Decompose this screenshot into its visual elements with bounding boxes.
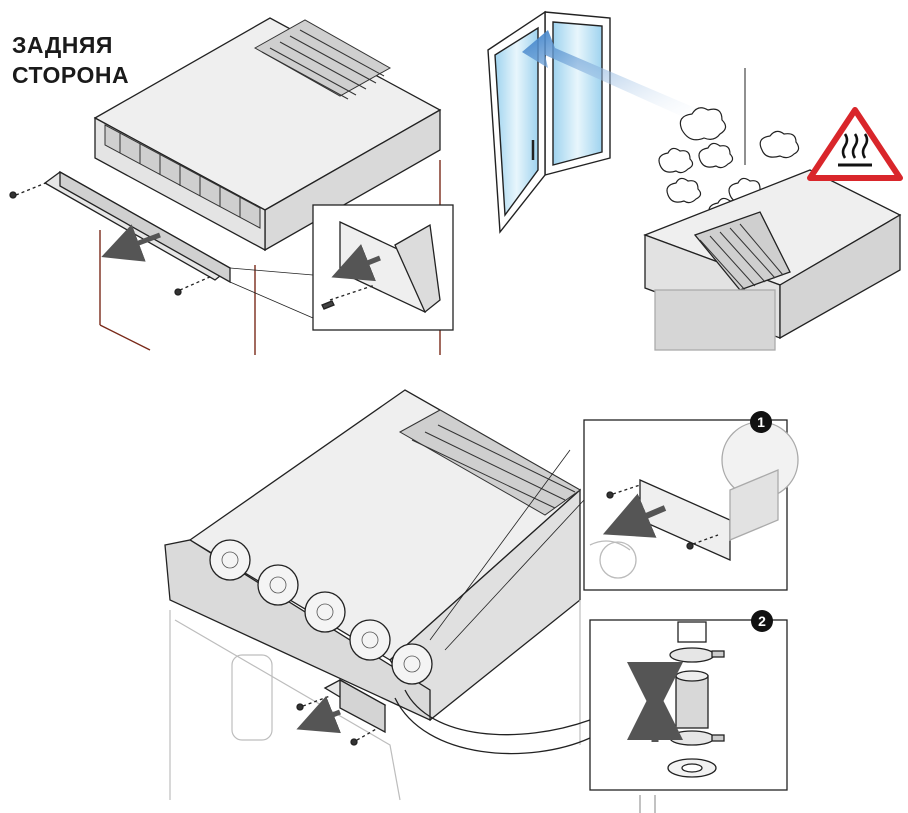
fan: [391, 643, 433, 685]
screw: [296, 703, 304, 711]
appliance-top-right: [643, 169, 902, 351]
rear-unit-top-view: [9, 17, 442, 355]
cabinet-legs: [639, 795, 656, 813]
main-unit-bottom: [164, 389, 591, 801]
detail-inset-top: [229, 204, 454, 331]
screw: [9, 191, 17, 199]
front-grille: [104, 124, 261, 229]
fan: [304, 591, 346, 633]
screw: [350, 738, 358, 746]
removal-arrow: [101, 224, 161, 262]
rear-side-label-line1: ЗАДНЯЯ: [12, 32, 113, 58]
step-1-badge: 1: [750, 411, 772, 433]
rear-side-label-line2: СТОРОНА: [12, 62, 130, 88]
fan: [349, 619, 391, 661]
cooling-fans: [209, 539, 433, 685]
detail-inset-2: [589, 619, 788, 791]
screw: [174, 288, 182, 296]
step-2-badge: 2: [751, 610, 773, 632]
fan: [257, 564, 299, 606]
hot-surface-warning-icon: [807, 107, 903, 181]
detail-inset-1: [429, 419, 799, 651]
warm-airflow-arrow: [522, 30, 700, 120]
rear-side-label: ЗАДНЯЯ СТОРОНА: [12, 30, 212, 90]
fan-panel: [164, 539, 431, 722]
fan: [209, 539, 251, 581]
glass-door: [487, 10, 611, 234]
vent-slots-top: [253, 19, 392, 100]
